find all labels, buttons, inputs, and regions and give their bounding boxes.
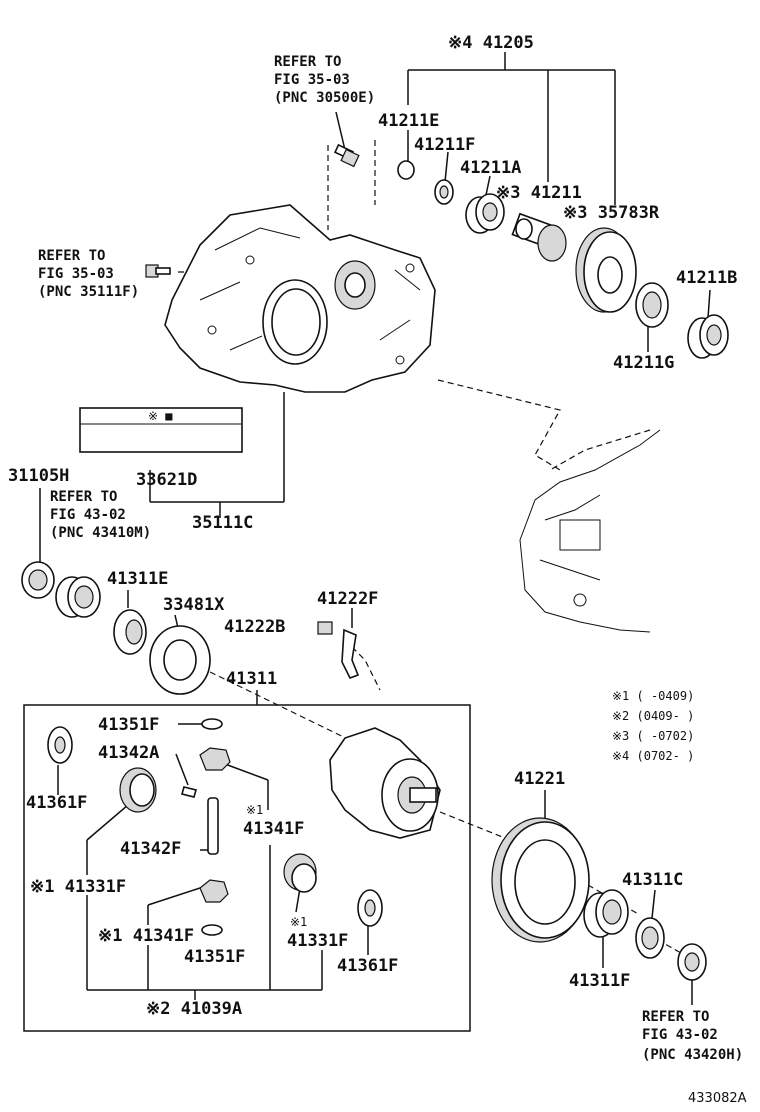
label-plate-33621d bbox=[79, 407, 243, 453]
gear-35783r-icon bbox=[575, 227, 637, 313]
refer-mid: REFER TO FIG 43-02 (PNC 43410M) bbox=[50, 489, 151, 541]
svg-text:(PNC 43420H): (PNC 43420H) bbox=[642, 1047, 743, 1063]
bearing-mid-left-icon bbox=[55, 576, 101, 618]
svg-text:FIG 35-03: FIG 35-03 bbox=[274, 72, 350, 88]
svg-text:REFER TO: REFER TO bbox=[38, 248, 105, 264]
bracket-41222f-icon bbox=[341, 628, 360, 680]
seal-33481x-icon bbox=[149, 625, 211, 695]
ring-gear-41221-icon bbox=[491, 817, 590, 943]
diagram-code: 433082A bbox=[688, 1091, 747, 1106]
svg-text:※4 (0702- ): ※4 (0702- ) bbox=[612, 749, 694, 763]
part-41211e: 41211E bbox=[378, 111, 439, 131]
pinion-gear-top-icon bbox=[199, 747, 231, 771]
bolt-41222b-icon bbox=[317, 621, 333, 635]
part-41331f-right: 41331F bbox=[287, 931, 348, 951]
bearing-41311e-icon bbox=[113, 609, 147, 655]
refer-top: REFER TO FIG 35-03 (PNC 30500E) bbox=[274, 54, 375, 106]
pinion-gear-bottom-icon bbox=[199, 879, 229, 903]
washer-41211f-icon bbox=[434, 179, 454, 205]
svg-text:※2 (0409- ): ※2 (0409- ) bbox=[612, 709, 694, 723]
differential-case-icon bbox=[329, 727, 441, 839]
pinion-41211-icon bbox=[511, 212, 567, 262]
leader-lines bbox=[39, 52, 711, 1005]
part-41361f-right: 41361F bbox=[337, 956, 398, 976]
svg-text:REFER TO: REFER TO bbox=[642, 1009, 709, 1025]
refer-left: REFER TO FIG 35-03 (PNC 35111F) bbox=[38, 248, 139, 300]
bearing-41211a-icon bbox=[465, 193, 505, 234]
part-41341f-left: ※1 41341F bbox=[98, 926, 194, 946]
part-33481x: 33481X bbox=[163, 595, 225, 615]
part-41205: ※4 41205 bbox=[448, 33, 534, 53]
side-gear-left-icon bbox=[119, 767, 157, 813]
pin-41342a-icon bbox=[181, 786, 197, 798]
differential-box bbox=[23, 704, 471, 1032]
label-plate-text: ※ ■ bbox=[148, 409, 173, 423]
part-41211b: 41211B bbox=[676, 268, 737, 288]
transaxle-housing-icon bbox=[164, 204, 436, 393]
shaft-41342f-icon bbox=[207, 797, 219, 855]
part-41211: ※3 41211 bbox=[496, 183, 582, 203]
side-gear-right-icon bbox=[283, 853, 317, 893]
svg-text:※3 ( -0702): ※3 ( -0702) bbox=[612, 729, 694, 743]
part-33621d: 33621D bbox=[136, 470, 197, 490]
svg-text:FIG 35-03: FIG 35-03 bbox=[38, 266, 114, 282]
plug-41211e-icon bbox=[397, 160, 415, 180]
svg-text:FIG 43-02: FIG 43-02 bbox=[642, 1027, 718, 1043]
washer-41351f-top-icon bbox=[201, 718, 223, 730]
part-31105h: 31105H bbox=[8, 466, 69, 486]
part-41331f-left: ※1 41331F bbox=[30, 877, 126, 897]
part-41039a: ※2 41039A bbox=[146, 999, 242, 1019]
part-41311e: 41311E bbox=[107, 569, 168, 589]
seal-31105h-icon bbox=[21, 561, 55, 599]
part-41351f-bottom: 41351F bbox=[184, 947, 245, 967]
washer-41361f-right-icon bbox=[357, 889, 383, 927]
bolt-top-icon bbox=[333, 143, 360, 168]
part-41351f-top: 41351F bbox=[98, 715, 159, 735]
seal-41311c-icon bbox=[635, 917, 665, 959]
part-41211a: 41211A bbox=[460, 158, 521, 178]
part-41342f: 41342F bbox=[120, 839, 181, 859]
part-41311c: 41311C bbox=[622, 870, 683, 890]
engine-block-icon bbox=[519, 429, 661, 633]
part-35111c: 35111C bbox=[192, 513, 253, 533]
part-41311f: 41311F bbox=[569, 971, 630, 991]
part-41211f: 41211F bbox=[414, 135, 475, 155]
svg-text:(PNC 43410M): (PNC 43410M) bbox=[50, 525, 151, 541]
seal-bottom-right-icon bbox=[677, 943, 707, 981]
part-35783r: ※3 35783R bbox=[563, 203, 660, 223]
svg-text:REFER TO: REFER TO bbox=[50, 489, 117, 505]
part-41341f-right-mark: ※1 bbox=[246, 803, 263, 817]
part-41211g: 41211G bbox=[613, 353, 674, 373]
seal-41211g-icon bbox=[635, 282, 669, 328]
washer-41351f-bottom-icon bbox=[201, 924, 223, 936]
svg-text:※1 ( -0409): ※1 ( -0409) bbox=[612, 689, 694, 703]
part-41341f-right: 41341F bbox=[243, 819, 304, 839]
notes-legend: ※1 ( -0409) ※2 (0409- ) ※3 ( -0702) ※4 (… bbox=[612, 689, 694, 763]
svg-text:FIG 43-02: FIG 43-02 bbox=[50, 507, 126, 523]
part-41361f-left: 41361F bbox=[26, 793, 87, 813]
svg-text:REFER TO: REFER TO bbox=[274, 54, 341, 70]
svg-text:(PNC 35111F): (PNC 35111F) bbox=[38, 284, 139, 300]
bearing-41311f-icon bbox=[583, 889, 629, 938]
part-41342a: 41342A bbox=[98, 743, 159, 763]
svg-text:(PNC 30500E): (PNC 30500E) bbox=[274, 90, 375, 106]
bearing-41211b-icon bbox=[687, 314, 729, 359]
refer-bottom: REFER TO FIG 43-02 (PNC 43420H) bbox=[642, 1009, 743, 1063]
part-41331f-right-mark: ※1 bbox=[290, 915, 307, 929]
part-41222f: 41222F bbox=[317, 589, 378, 609]
washer-41361f-left-icon bbox=[47, 726, 73, 764]
part-41222b: 41222B bbox=[224, 617, 285, 637]
bolt-left-icon bbox=[145, 264, 171, 278]
part-41221: 41221 bbox=[514, 769, 565, 789]
part-41311: 41311 bbox=[226, 669, 277, 689]
